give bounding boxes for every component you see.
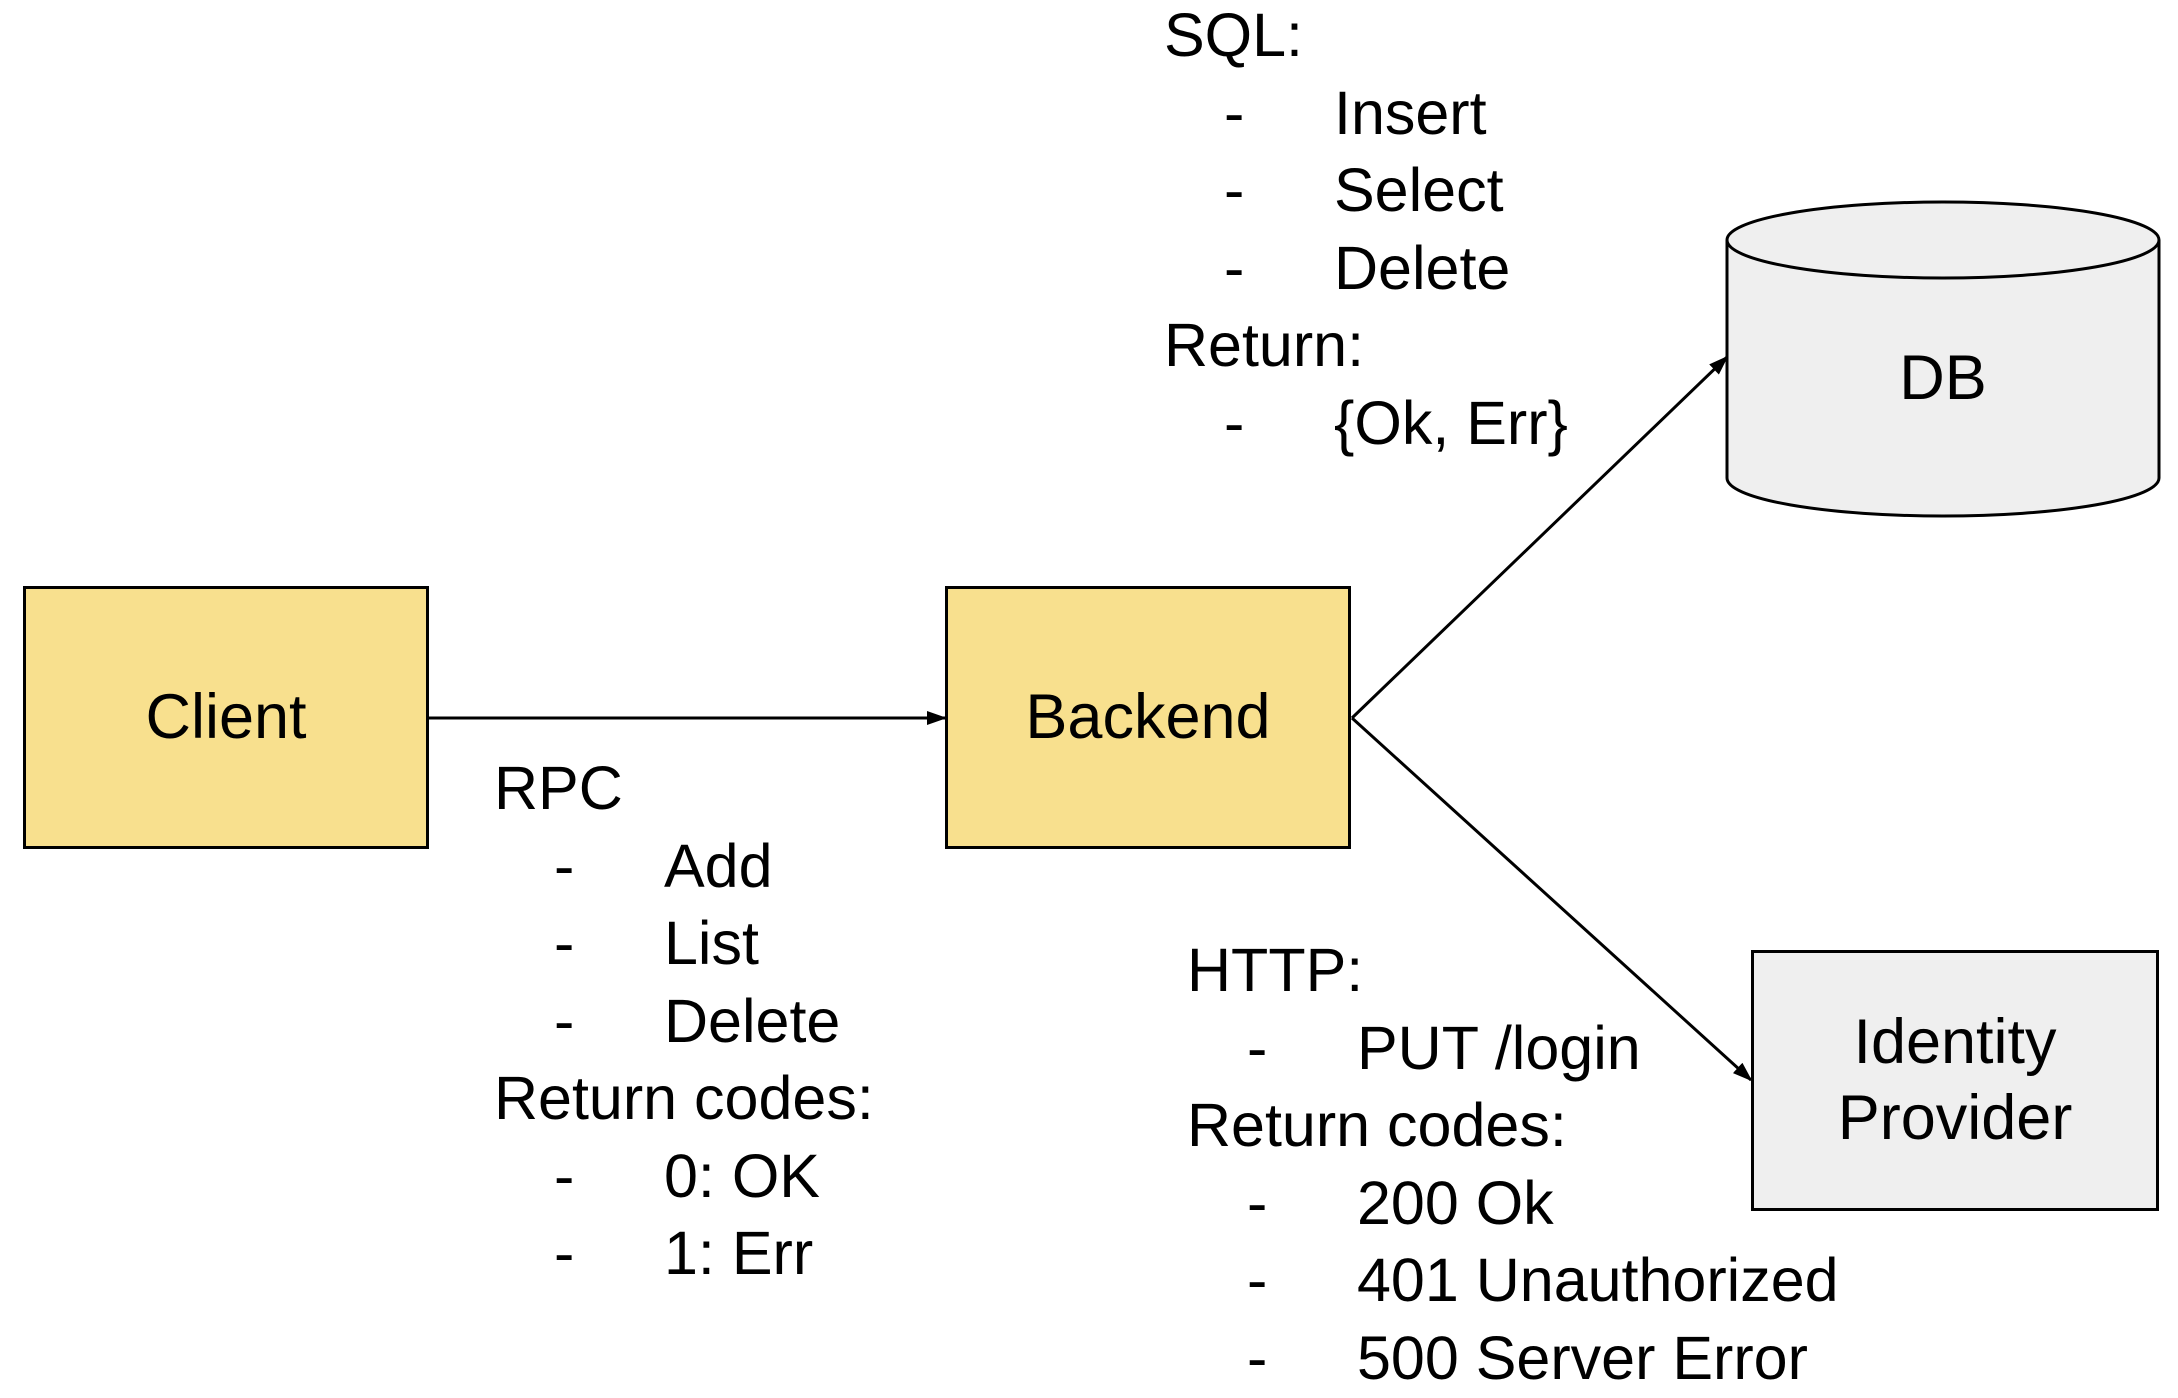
- sql-item: - Select: [1164, 152, 1568, 230]
- backend-to-identity-provider-arrow: [1350, 716, 1753, 1082]
- http-return-item-text: 500 Server Error: [1357, 1323, 1808, 1392]
- rpc-return-title: Return codes:: [494, 1064, 874, 1132]
- db-cylinder: [1725, 200, 2161, 518]
- http-return-item: - 401 Unauthorized: [1187, 1242, 1839, 1320]
- bullet-dash: -: [1247, 1168, 1268, 1237]
- rpc-return-item: - 0: OK: [494, 1138, 874, 1216]
- http-return-item-text: 401 Unauthorized: [1357, 1246, 1839, 1314]
- http-title: HTTP:: [1187, 936, 1364, 1004]
- db-cylinder-body: [1725, 240, 2161, 518]
- backend-label: Backend: [1025, 681, 1271, 752]
- bullet-dash: -: [1224, 78, 1245, 147]
- rpc-title: RPC: [494, 754, 623, 822]
- rpc-return-item-text: 1: Err: [664, 1219, 814, 1287]
- rpc-return-item: - 1: Err: [494, 1215, 874, 1293]
- backend-node: Backend: [945, 586, 1351, 849]
- bullet-dash: -: [1224, 156, 1245, 224]
- rpc-annotation: RPC - Add - List - Delete Return codes: …: [494, 750, 874, 1293]
- backend-to-db-arrow: [1350, 355, 1729, 720]
- sql-item-text: Insert: [1334, 78, 1487, 147]
- http-return-item-text: 200 Ok: [1357, 1168, 1554, 1237]
- sql-return-title: Return:: [1164, 311, 1365, 379]
- identity-provider-label: Identity Provider: [1837, 1006, 2073, 1153]
- bullet-dash: -: [554, 986, 575, 1055]
- rpc-item: - Delete: [494, 983, 874, 1061]
- db-cylinder-top: [1725, 200, 2161, 280]
- bullet-dash: -: [554, 831, 575, 900]
- rpc-item-text: Add: [664, 831, 773, 900]
- client-label: Client: [145, 681, 307, 752]
- rpc-item: - List: [494, 905, 874, 983]
- bullet-dash: -: [1247, 1323, 1268, 1392]
- sql-return-item: - {Ok, Err}: [1164, 385, 1568, 463]
- client-node: Client: [23, 586, 429, 849]
- sql-annotation: SQL: - Insert - Select - Delete Return: …: [1164, 0, 1568, 462]
- sql-item: - Delete: [1164, 230, 1568, 308]
- bullet-dash: -: [554, 1141, 575, 1210]
- http-return-title: Return codes:: [1187, 1091, 1567, 1159]
- db-label: DB: [1899, 343, 1987, 413]
- bullet-dash: -: [1224, 233, 1245, 302]
- rpc-item-text: Delete: [664, 986, 841, 1055]
- bullet-dash: -: [1247, 1013, 1268, 1082]
- sql-item-text: Select: [1334, 156, 1504, 224]
- sql-item-text: Delete: [1334, 233, 1511, 302]
- http-return-item: - 500 Server Error: [1187, 1320, 1839, 1398]
- sql-item: - Insert: [1164, 75, 1568, 153]
- bullet-dash: -: [554, 1219, 575, 1287]
- http-return-item: - 200 Ok: [1187, 1165, 1839, 1243]
- bullet-dash: -: [554, 909, 575, 977]
- identity-provider-node: Identity Provider: [1751, 950, 2159, 1211]
- http-item-text: PUT /login: [1357, 1013, 1641, 1082]
- rpc-item-text: List: [664, 909, 759, 977]
- sql-title: SQL:: [1164, 1, 1304, 69]
- rpc-item: - Add: [494, 828, 874, 906]
- bullet-dash: -: [1224, 388, 1245, 457]
- http-annotation: HTTP: - PUT /login Return codes: - 200 O…: [1187, 932, 1839, 1397]
- http-item: - PUT /login: [1187, 1010, 1839, 1088]
- rpc-return-item-text: 0: OK: [664, 1141, 820, 1210]
- sql-return-item-text: {Ok, Err}: [1334, 388, 1568, 457]
- bullet-dash: -: [1247, 1246, 1268, 1314]
